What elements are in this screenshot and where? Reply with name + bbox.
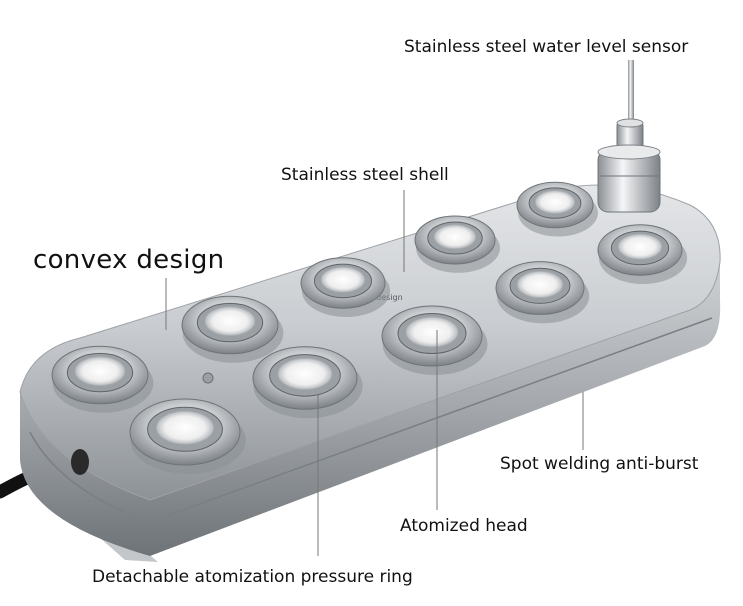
- water-level-sensor: [597, 60, 661, 213]
- leader-lines: [165, 190, 584, 556]
- cable-grommet: [71, 449, 89, 475]
- label-convex-design: convex design: [33, 245, 225, 275]
- atomizer-head: [495, 261, 590, 324]
- atomizer-head: [300, 257, 391, 318]
- atomizer-head: [181, 295, 284, 363]
- atomizer-head: [252, 346, 363, 419]
- atomizer-head: [516, 181, 598, 237]
- atomizer-head: [51, 345, 154, 413]
- label-atomized-head: Atomized head: [400, 516, 528, 536]
- label-pressure-ring: Detachable atomization pressure ring: [92, 567, 413, 587]
- label-steel-shell: Stainless steel shell: [281, 165, 449, 185]
- atomizer-head: [381, 305, 488, 375]
- steel-housing-side: [20, 262, 721, 556]
- indicator-dot: [202, 372, 214, 384]
- atomizer-heads: [51, 181, 688, 475]
- atomizer-head: [597, 224, 688, 285]
- label-spot-welding: Spot welding anti-burst: [500, 454, 699, 474]
- atomizer-head: [414, 215, 500, 273]
- label-water-level-sensor: Stainless steel water level sensor: [404, 37, 689, 57]
- weld-seam: [29, 317, 713, 523]
- atomizer-head: [129, 398, 246, 475]
